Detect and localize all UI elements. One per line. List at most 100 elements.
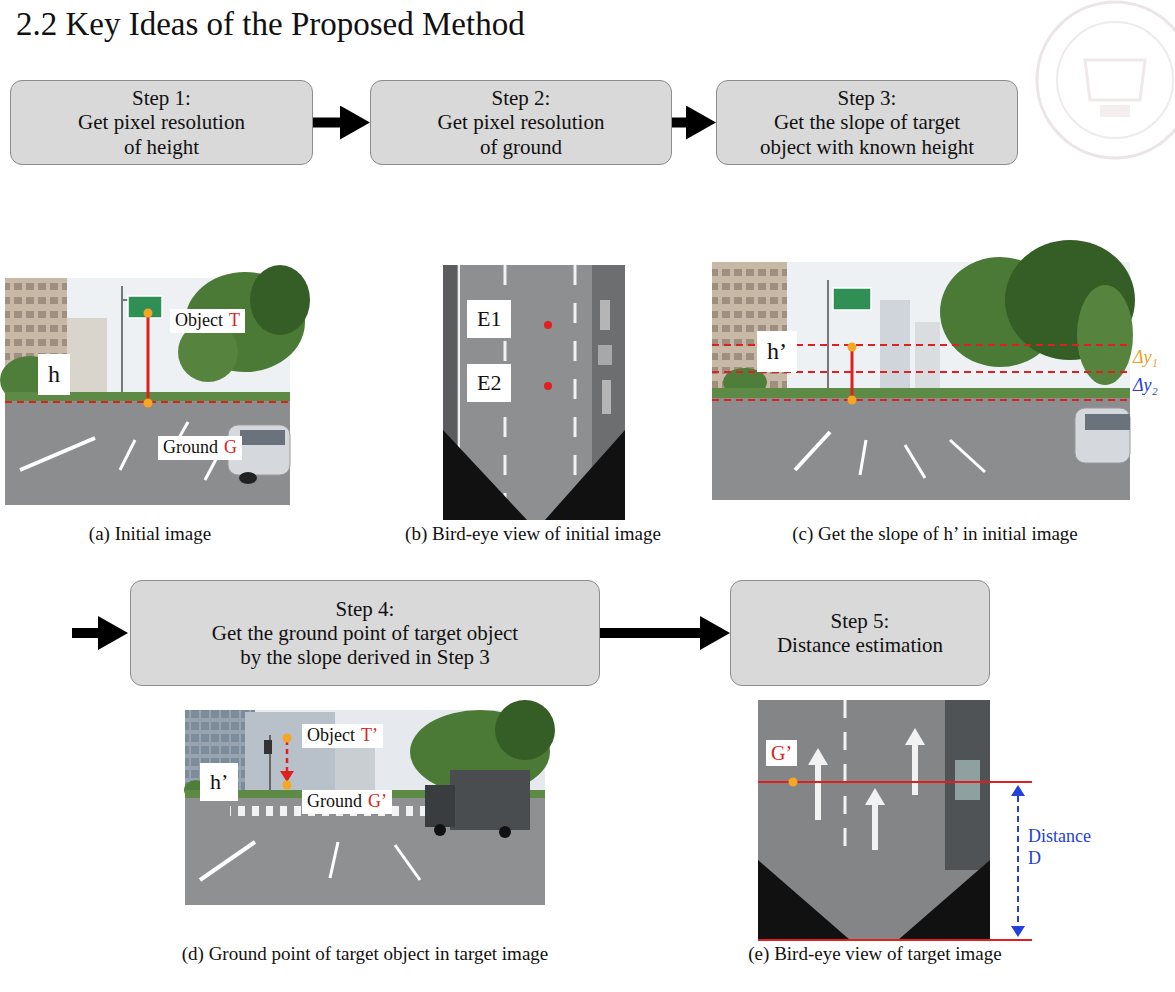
bird-eye-photo [545,430,625,520]
street-photo [184,700,555,905]
process-box: Step 2:Get pixel resolution of ground [370,80,672,165]
street-photo [848,396,857,405]
step-description: Get pixel resolution of height [73,110,251,158]
offset-label-group: Δy₁ [1133,347,1158,369]
bird-eye-photo [600,300,610,330]
street-photo [434,824,446,836]
street-photo [712,398,1130,500]
street-photo [121,286,123,400]
street-photo [395,845,420,880]
bird-eye-photo [865,788,885,805]
bird-eye-photo [844,700,847,860]
figure-caption-group: (e) Bird-eye view of target image [748,943,1001,966]
bird-eye-photo [1011,785,1025,796]
bird-eye-photo [1011,926,1025,937]
point-label-group: G’ [766,740,797,766]
bird-eye-photo [912,745,918,795]
bird-eye-photo [544,382,552,390]
bird-eye-photo [758,781,1032,783]
section-title: 2.2 Key Ideas of the Proposed Method [16,6,525,43]
point-label-group: E1 [467,300,511,338]
street-photo [67,318,107,403]
bird-eye-photo [955,760,980,800]
street-photo [795,432,830,470]
street-photo [848,343,857,352]
height-label-group: h’ [757,331,797,372]
street-photo [264,740,272,754]
flow-arrow [600,628,710,638]
street-photo [712,399,1128,401]
street-photo [450,770,530,830]
point-label: Object [307,725,355,747]
point-label-group: E2 [467,364,511,402]
bird-eye-photo [872,805,878,850]
street-photo [283,781,292,790]
step-description: Get pixel resolution of ground [432,110,610,158]
bird-eye-photo [905,728,925,745]
figure-caption-group: (c) Get the slope of h’ in initial image [792,523,1078,546]
street-photo [128,296,162,318]
street-photo [144,309,153,318]
street-photo [851,347,854,400]
point-label: E2 [477,370,501,396]
point-label: T’ [361,725,378,747]
bird-eye-photo [789,778,798,787]
figure-caption-group: (b) Bird-eye view of initial image [405,523,661,546]
point-label-group: Object T’ [302,724,383,748]
bird-eye-photo [758,700,1032,940]
bird-eye-photo [758,700,990,940]
offset-label: Δy₁ [1133,347,1158,369]
street-photo [5,401,290,505]
street-photo [860,440,866,475]
street-photo [499,826,511,838]
offset-label: Δy₂ [1133,375,1158,397]
step-heading: Step 4: [336,597,395,621]
figure-caption: (c) Get the slope of h’ in initial image [792,523,1078,546]
street-photo [712,388,1130,398]
street-photo [240,430,285,445]
street-photo [200,842,255,880]
street-photo [147,313,150,403]
street-photo [144,399,153,408]
height-label-group: h [38,354,70,395]
street-photo [827,280,829,392]
figure-caption-group: (a) Initial image [89,523,211,546]
point-label: Object [175,310,223,332]
height-label-group: h’ [200,763,238,801]
step-heading: Step 3: [838,86,897,110]
figure-caption-group: (d) Ground point of target object in tar… [182,943,549,966]
step-description: Distance estimation [777,633,943,657]
height-label: h’ [210,769,228,795]
height-label: h [48,360,60,389]
point-label-group: GroundG [158,436,242,460]
point-label: G’ [771,741,792,765]
distance-label: D [1028,848,1041,870]
street-photo [905,445,925,478]
street-photo [833,288,871,310]
street-photo [286,740,289,772]
street-photo [335,745,375,793]
street-photo [950,440,985,472]
distance-label-group: DistanceD [1028,826,1091,869]
point-label-group: Object T [170,309,245,333]
bird-eye-photo [544,321,552,329]
street-photo [1075,408,1130,463]
seal-watermark [1085,60,1145,100]
figure-caption: (e) Bird-eye view of target image [748,943,1001,966]
process-box: Step 4:Get the ground point of target ob… [130,580,600,686]
distance-label: Distance [1028,826,1091,848]
bird-eye-photo [1017,796,1019,926]
seal-watermark [1100,105,1130,117]
street-photo [120,440,135,470]
bird-eye-photo [898,860,990,940]
continuation-arrow [72,628,100,638]
process-box: Step 5:Distance estimation [730,580,990,686]
point-label: T [229,310,240,332]
flow-arrow [672,118,696,128]
figure-caption: (d) Ground point of target object in tar… [182,943,549,966]
bird-eye-photo [443,430,527,520]
street-photo [0,265,310,505]
